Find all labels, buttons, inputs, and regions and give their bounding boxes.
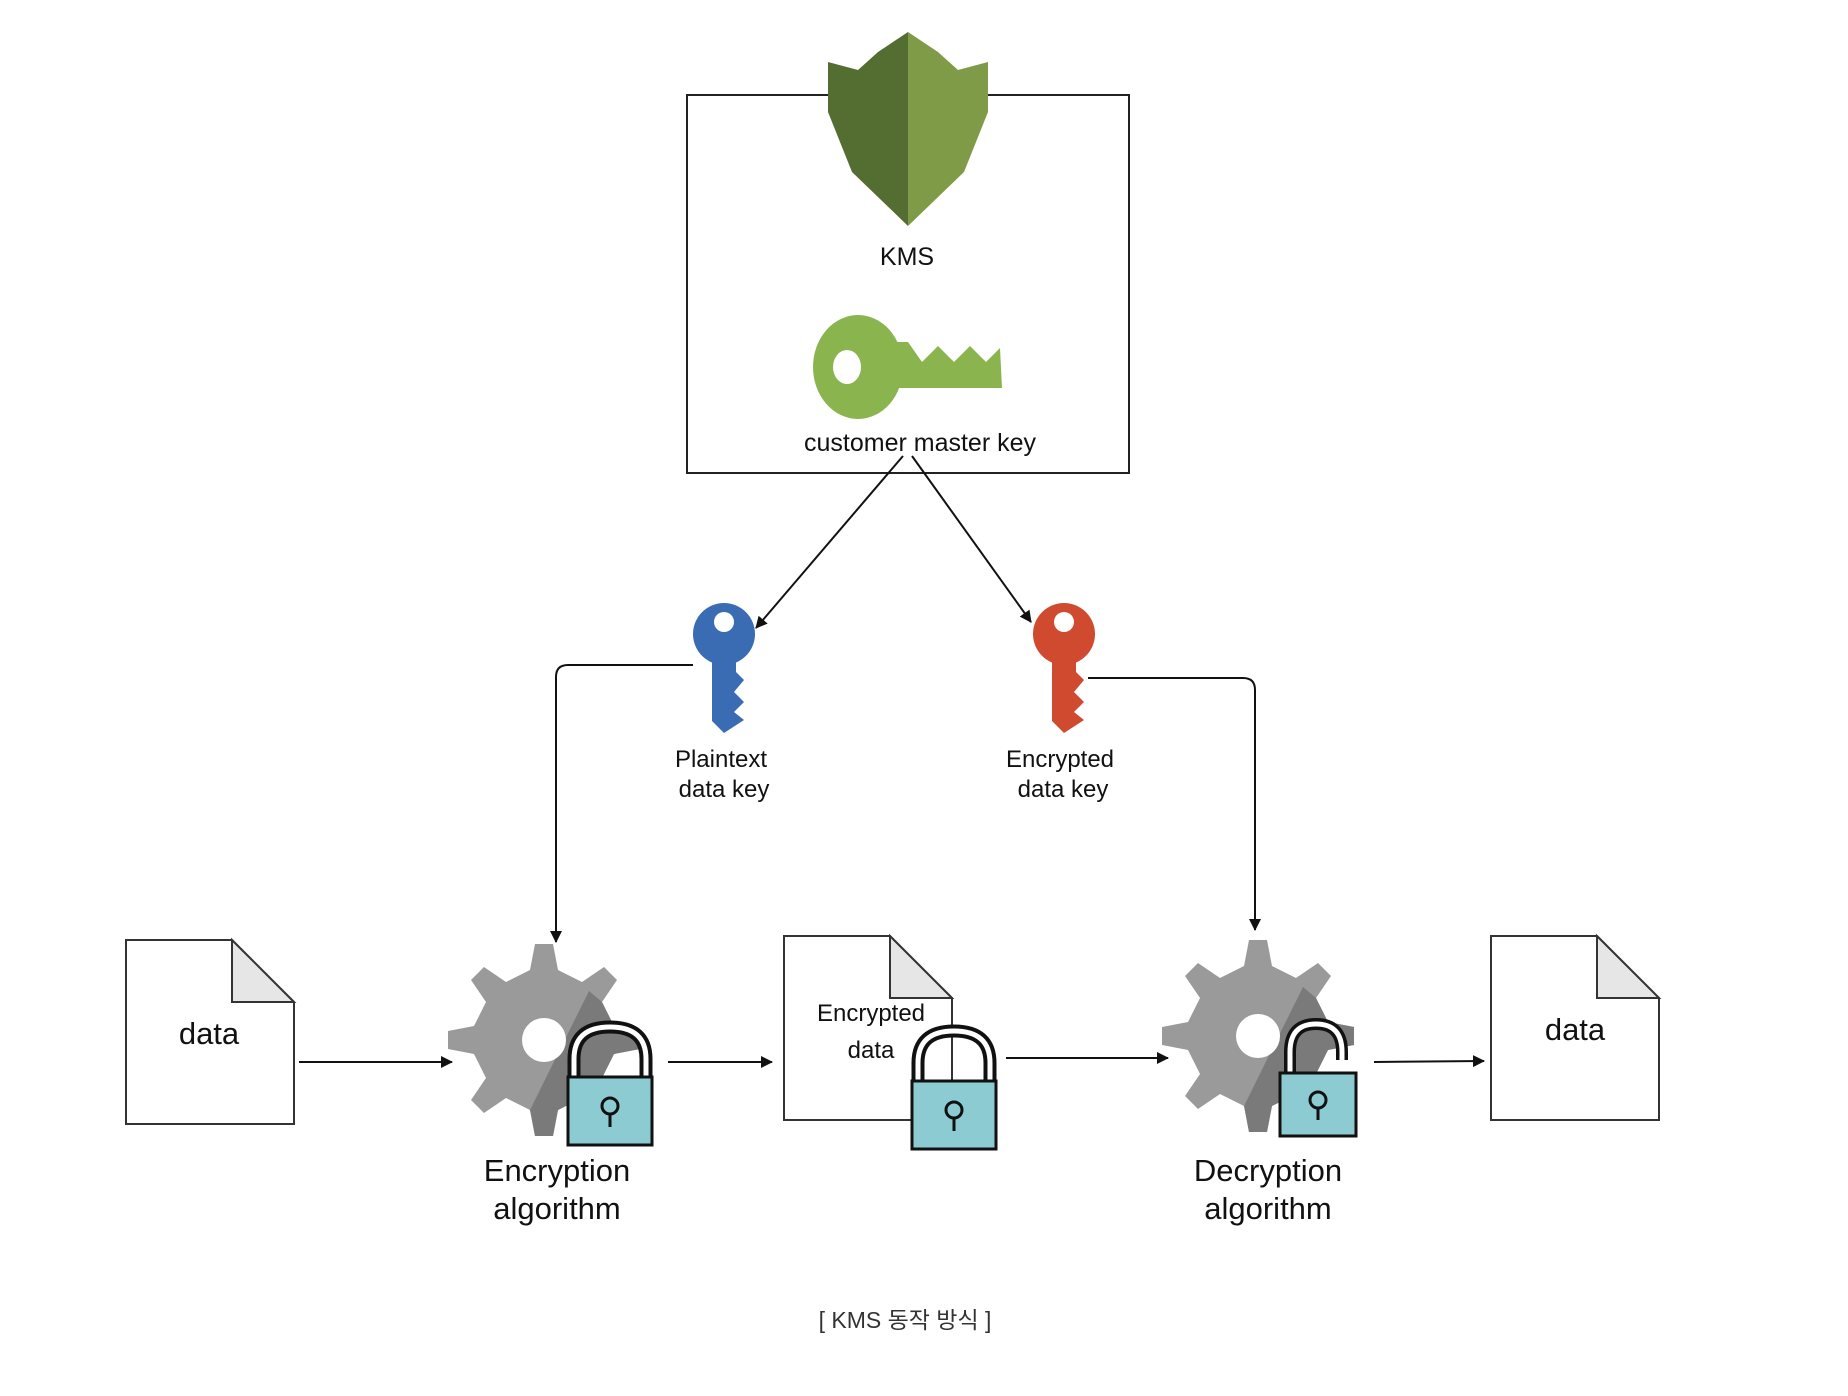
encryption-label-line1: Encryption	[484, 1153, 630, 1188]
kms-label: KMS	[880, 243, 934, 271]
document-icon	[1490, 933, 1662, 1121]
arrow-cmk-to-encrypted-key	[911, 455, 1032, 623]
red-key-icon	[1033, 603, 1095, 733]
encryption-label-line2: algorithm	[493, 1191, 621, 1226]
plaintext-key-label-line1: Plaintext	[675, 746, 767, 773]
encrypted-data-label-line2: data	[848, 1037, 895, 1064]
input-data-label: data	[179, 1016, 240, 1051]
encrypted-data-label-line1: Encrypted	[817, 1000, 925, 1027]
decryption-label-line1: Decryption	[1194, 1153, 1342, 1188]
arrow-plaintext-key-to-encryption	[550, 664, 693, 943]
document-icon	[783, 933, 955, 1121]
cmk-label: customer master key	[804, 429, 1037, 457]
encrypted-key-label-line1: Encrypted	[1006, 746, 1114, 773]
kms-shield-icon	[828, 32, 988, 226]
document-icon	[125, 937, 297, 1125]
plaintext-key-label-line2: data key	[679, 776, 770, 803]
blue-key-icon	[693, 603, 755, 733]
decryption-label-line2: algorithm	[1204, 1191, 1332, 1226]
lock-closed-icon	[910, 1024, 998, 1151]
lock-closed-icon	[566, 1020, 654, 1147]
figure-caption: [ KMS 동작 방식 ]	[819, 1307, 992, 1333]
encrypted-key-label-line2: data key	[1018, 776, 1109, 803]
lock-open-icon	[1278, 1017, 1358, 1138]
arrow-encrypted-key-to-decryption	[1088, 677, 1261, 931]
master-key-icon	[813, 315, 1002, 419]
arrow-cmk-to-plaintext-key	[755, 455, 904, 629]
output-data-label: data	[1545, 1012, 1606, 1047]
arrow-decryption-to-data	[1373, 1055, 1485, 1068]
